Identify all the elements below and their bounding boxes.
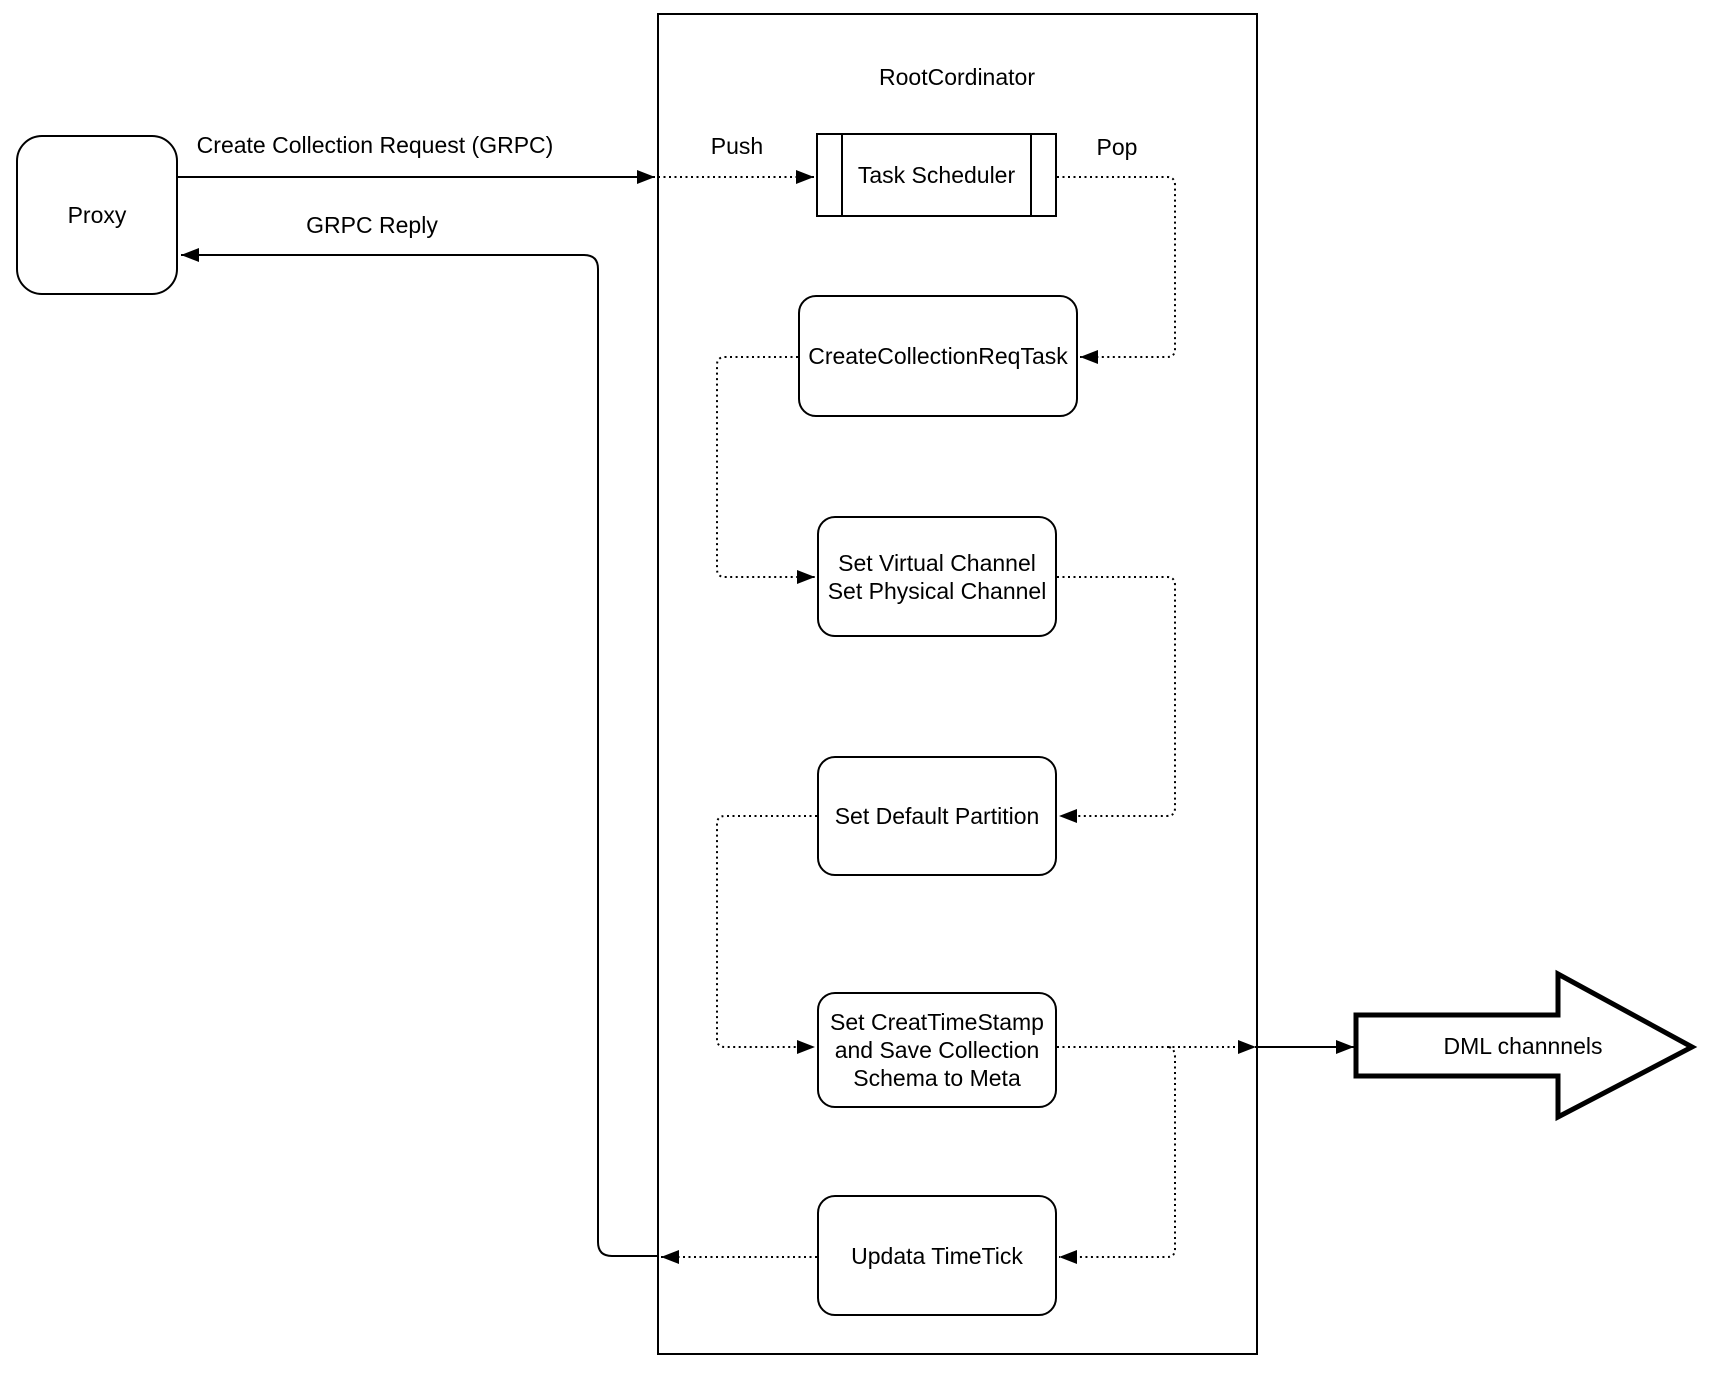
edge-grpc-reply: [181, 248, 657, 1257]
create-collection-req-task-label: CreateCollectionReqTask: [808, 343, 1068, 369]
grpc-reply-edge-label: GRPC Reply: [306, 212, 438, 238]
set-channels-node: Set Virtual Channel Set Physical Channel: [817, 516, 1057, 637]
edge-pop: [1057, 176, 1176, 364]
set-default-partition-label: Set Default Partition: [834, 803, 1040, 829]
create-collection-req-task-node: CreateCollectionReqTask: [798, 295, 1078, 417]
proxy-node: Proxy: [16, 135, 178, 295]
rootcoordinator-container: [657, 13, 1258, 1355]
task-scheduler-node: Task Scheduler: [816, 133, 1057, 217]
rootcoordinator-title: RootCordinator: [879, 64, 1035, 90]
set-timestamp-node: Set CreatTimeStamp and Save Collection S…: [817, 992, 1057, 1108]
task-scheduler-right-bar: [1030, 135, 1032, 215]
pop-edge-label: Pop: [1096, 134, 1138, 160]
update-timetick-label: Updata TimeTick: [851, 1242, 1023, 1269]
set-default-partition-node: Set Default Partition: [817, 756, 1057, 876]
set-channels-line-1: Set Virtual Channel: [838, 549, 1036, 576]
update-timetick-node: Updata TimeTick: [817, 1195, 1057, 1316]
set-timestamp-line-1: Set CreatTimeStamp: [830, 1009, 1044, 1035]
dml-arrow-shape: [1353, 969, 1698, 1122]
edge-timestamp-to-timetick: [1059, 1046, 1176, 1264]
set-timestamp-line-2: and Save Collection: [834, 1037, 1040, 1063]
push-edge-label: Push: [710, 133, 764, 159]
dml-channels-label: DML channnels: [1443, 1033, 1603, 1059]
task-scheduler-label: Task Scheduler: [857, 162, 1016, 188]
edge-partition-to-timestamp: [716, 815, 817, 1054]
task-scheduler-left-bar: [841, 135, 843, 215]
set-channels-line-2: Set Physical Channel: [827, 577, 1047, 604]
set-timestamp-line-3: Schema to Meta: [853, 1065, 1021, 1091]
edge-reqtask-to-channels: [716, 356, 815, 584]
create-request-edge-label: Create Collection Request (GRPC): [196, 132, 554, 158]
proxy-label: Proxy: [67, 202, 127, 228]
